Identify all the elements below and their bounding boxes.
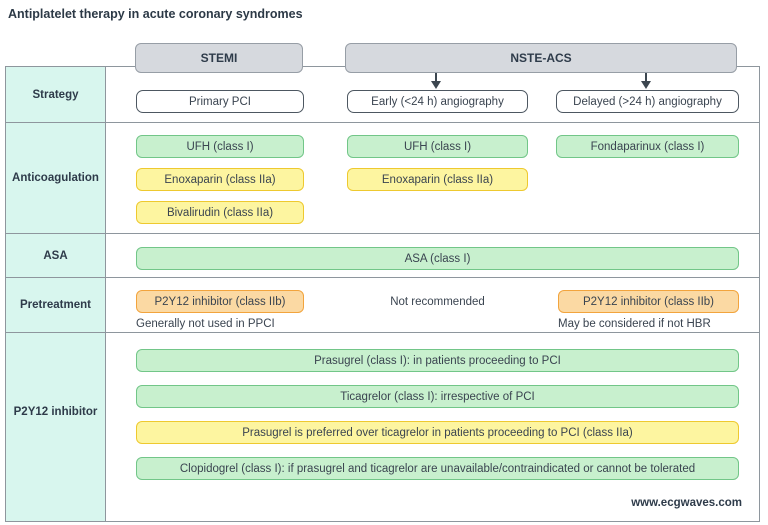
therapy-table: Strategy Primary PCI Early (<24 h) angio… bbox=[5, 66, 760, 522]
pill-p2y12-pretreatment-stemi: P2Y12 inhibitor (class IIb) bbox=[136, 290, 304, 313]
column-header-stemi: STEMI bbox=[135, 43, 303, 73]
pill-fondaparinux-delayed: Fondaparinux (class I) bbox=[556, 135, 739, 158]
row-pretreatment: Pretreatment P2Y12 inhibitor (class IIb)… bbox=[6, 278, 759, 333]
pill-enoxaparin-stemi: Enoxaparin (class IIa) bbox=[136, 168, 304, 191]
row-content-pretreatment: P2Y12 inhibitor (class IIb) Generally no… bbox=[106, 278, 759, 332]
arrow-line-icon bbox=[435, 73, 437, 82]
row-content-strategy: Primary PCI Early (<24 h) angiography De… bbox=[106, 67, 759, 122]
row-p2y12-inhibitor: P2Y12 inhibitor Prasugrel (class I): in … bbox=[6, 333, 759, 521]
pill-prasugrel-preferred: Prasugrel is preferred over ticagrelor i… bbox=[136, 421, 739, 444]
arrow-line-icon bbox=[645, 73, 647, 82]
pill-bivalirudin-stemi: Bivalirudin (class IIa) bbox=[136, 201, 304, 224]
column-header-nste-acs: NSTE-ACS bbox=[345, 43, 737, 73]
text-not-recommended: Not recommended bbox=[390, 295, 485, 308]
row-label-p2y12: P2Y12 inhibitor bbox=[6, 333, 106, 521]
row-anticoagulation: Anticoagulation UFH (class I) Enoxaparin… bbox=[6, 123, 759, 234]
arrow-head-icon bbox=[641, 81, 651, 89]
row-content-p2y12: Prasugrel (class I): in patients proceed… bbox=[106, 333, 759, 521]
pill-clopidogrel: Clopidogrel (class I): if prasugrel and … bbox=[136, 457, 739, 480]
row-label-pretreatment: Pretreatment bbox=[6, 278, 106, 332]
pill-ufh-stemi: UFH (class I) bbox=[136, 135, 304, 158]
row-content-anticoagulation: UFH (class I) Enoxaparin (class IIa) Biv… bbox=[106, 123, 759, 233]
strategy-box-delayed-angiography: Delayed (>24 h) angiography bbox=[556, 90, 739, 113]
pill-prasugrel: Prasugrel (class I): in patients proceed… bbox=[136, 349, 739, 372]
row-label-strategy: Strategy bbox=[6, 67, 106, 122]
strategy-box-early-angiography: Early (<24 h) angiography bbox=[347, 90, 528, 113]
page-title: Antiplatelet therapy in acute coronary s… bbox=[8, 7, 303, 21]
watermark-url: www.ecgwaves.com bbox=[631, 497, 742, 509]
pill-ticagrelor: Ticagrelor (class I): irrespective of PC… bbox=[136, 385, 739, 408]
row-asa: ASA ASA (class I) bbox=[6, 234, 759, 278]
row-label-anticoagulation: Anticoagulation bbox=[6, 123, 106, 233]
pill-enoxaparin-early: Enoxaparin (class IIa) bbox=[347, 168, 528, 191]
strategy-box-primary-pci: Primary PCI bbox=[136, 90, 304, 113]
note-pretreatment-stemi: Generally not used in PPCI bbox=[136, 318, 275, 330]
pill-p2y12-pretreatment-delayed: P2Y12 inhibitor (class IIb) bbox=[558, 290, 739, 313]
pill-asa-all-columns: ASA (class I) bbox=[136, 247, 739, 270]
row-strategy: Strategy Primary PCI Early (<24 h) angio… bbox=[6, 67, 759, 123]
arrow-head-icon bbox=[431, 81, 441, 89]
row-content-asa: ASA (class I) bbox=[106, 234, 759, 277]
pill-ufh-early: UFH (class I) bbox=[347, 135, 528, 158]
note-pretreatment-delayed: May be considered if not HBR bbox=[558, 318, 711, 330]
row-label-asa: ASA bbox=[6, 234, 106, 277]
